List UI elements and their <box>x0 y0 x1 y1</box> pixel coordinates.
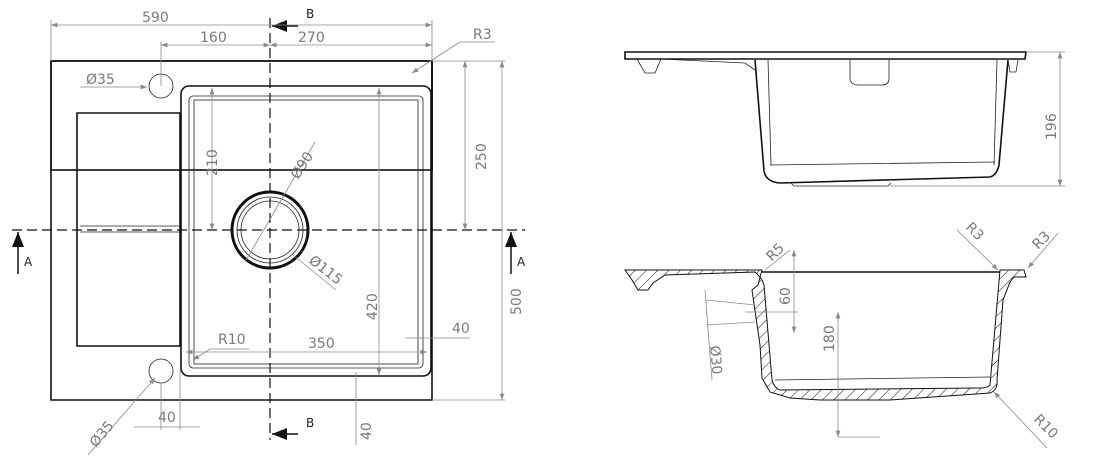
dim-bottom-radius: R10 <box>1030 412 1061 443</box>
dim-overall-width: 590 <box>142 10 169 26</box>
section-a-right-label: A <box>517 255 526 269</box>
bowl-inner-rim <box>188 95 424 369</box>
dim-bowl-height: 420 <box>365 293 381 320</box>
dim-tap-offset: 160 <box>200 30 227 46</box>
dim-right-rim-radius-2: R3 <box>1030 228 1054 252</box>
dim-half-height: 250 <box>474 143 490 170</box>
side-view: 196 <box>624 51 1065 187</box>
dim-bottom-margin: 40 <box>359 422 375 440</box>
bowl-rim <box>180 85 432 377</box>
dim-bowl-width: 350 <box>308 336 335 352</box>
dim-bowl-radius: R10 <box>218 332 246 348</box>
dim-overflow-diameter: Ø30 <box>706 345 724 375</box>
dim-overall-height: 500 <box>509 288 525 315</box>
side-overflow <box>849 60 890 86</box>
side-bowl <box>754 59 1009 184</box>
section-shell <box>624 269 1027 401</box>
section-b-top-label: B <box>306 7 314 21</box>
dim-right-margin: 40 <box>452 321 470 337</box>
bowl-floor <box>193 99 419 365</box>
top-view: B B A A 590 160 270 R3 Ø35 210 Ø90 Ø115 … <box>12 7 526 456</box>
dim-overall-depth: 196 <box>1044 113 1060 140</box>
side-drainer-foot <box>636 58 662 74</box>
dim-drain-inner: Ø90 <box>288 149 317 182</box>
dim-left-hole-margin: 40 <box>158 410 176 426</box>
dim-bowl-depth: 180 <box>822 325 838 352</box>
dim-drain-to-top: 210 <box>205 149 221 176</box>
dim-overflow-height: 60 <box>778 287 794 305</box>
dim-tap-hole-bottom: Ø35 <box>87 418 118 450</box>
dim-right-rim-radius-1: R3 <box>962 220 986 244</box>
drainer-area <box>76 112 181 347</box>
tap-hole-bottom <box>148 358 174 384</box>
section-b-bottom-label: B <box>306 416 314 430</box>
dim-tap-hole-top: Ø35 <box>86 72 115 88</box>
section-a-left-label: A <box>24 255 33 269</box>
dim-rim-radius: R5 <box>764 240 788 264</box>
section-view: R5 60 180 Ø30 R3 R3 R10 <box>624 220 1061 449</box>
dim-corner-radius: R3 <box>473 27 492 43</box>
side-rim <box>624 51 1027 60</box>
dim-bowl-offset: 270 <box>298 30 325 46</box>
drainer-groove <box>80 225 182 233</box>
